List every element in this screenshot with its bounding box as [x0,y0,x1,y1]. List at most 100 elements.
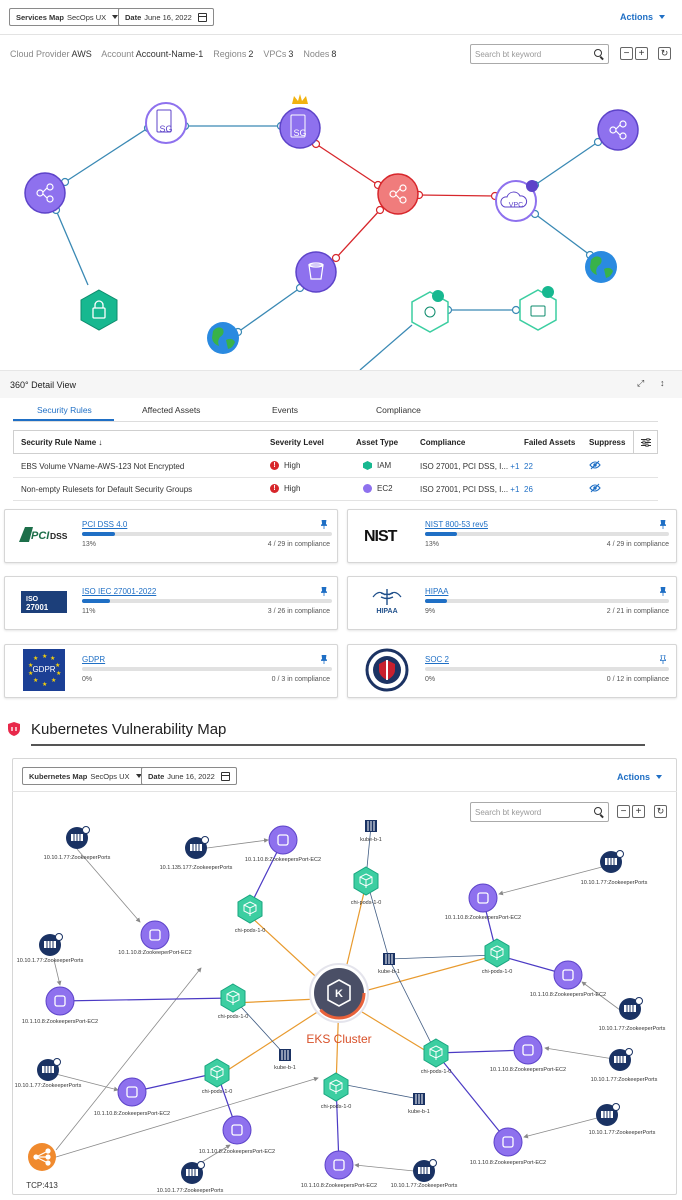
suppress-icon[interactable] [589,483,601,495]
ec2-node[interactable] [553,960,583,990]
zookeeper-node[interactable] [608,1048,633,1072]
pin-icon[interactable] [660,655,666,664]
ec2-node[interactable] [468,883,498,913]
column-failed-assets[interactable]: Failed Assets [524,438,576,447]
tab-events[interactable]: Events [272,405,298,415]
zookeeper-node[interactable] [618,997,643,1021]
compliance-card-soc2[interactable]: SOC 2 0% 0 / 12 in compliance [347,644,677,698]
lock-hex-node[interactable] [80,289,118,331]
pod-node[interactable] [353,866,379,896]
column-severity[interactable]: Severity Level [270,438,324,447]
column-compliance[interactable]: Compliance [420,438,466,447]
ec2-node[interactable] [268,825,298,855]
sg-node-crowned[interactable]: SG [279,94,321,149]
ec2-node[interactable] [324,1150,354,1180]
globe-icon[interactable] [207,322,239,354]
share-node-right[interactable] [597,109,639,151]
pod-node[interactable] [204,1058,230,1088]
pod-node[interactable] [484,938,510,968]
card-title-link[interactable]: SOC 2 [425,655,450,664]
kube-b-node[interactable] [278,1048,292,1062]
zoom-in-button[interactable]: + [635,47,648,60]
ec2-node[interactable] [513,1035,543,1065]
compliance-card-gdpr[interactable]: ★★★★★★★★★★GDPR GDPR 0% 0 / 3 in complian… [4,644,338,698]
zoom-out-button[interactable]: − [617,805,630,818]
share-node-left[interactable] [24,172,66,214]
svg-text:27001: 27001 [26,603,49,612]
kube-search-input[interactable]: Search bt keyword [470,802,609,822]
zookeeper-node[interactable] [599,850,624,874]
column-rule-name[interactable]: Security Rule Name ↓ [21,438,102,447]
actions-button[interactable]: Actions [620,12,666,22]
ec2-node[interactable] [117,1077,147,1107]
card-title-link[interactable]: GDPR [82,655,106,664]
severity-label: High [284,461,301,470]
tcp-node[interactable]: TCP:413 [26,1143,58,1190]
column-settings-icon[interactable] [633,430,658,454]
account-label: Account [101,49,134,59]
column-asset-type[interactable]: Asset Type [356,438,399,447]
compliance-card-hipaa[interactable]: HIPAA HIPAA 9% 2 / 21 in compliance [347,576,677,630]
chevron-down-icon [659,15,666,19]
tab-compliance[interactable]: Compliance [376,405,421,415]
search-input[interactable]: Search bt keyword [470,44,609,64]
zoom-in-button[interactable]: + [632,805,645,818]
kube-b-node[interactable] [364,819,378,833]
zookeeper-node[interactable] [595,1103,620,1127]
tab-affected-assets[interactable]: Affected Assets [142,405,201,415]
pin-icon[interactable] [321,587,327,596]
zookeeper-node[interactable] [36,1058,61,1082]
hub-node[interactable] [377,173,419,215]
bucket-node[interactable] [295,251,337,293]
kube-b-node[interactable] [412,1092,426,1106]
refresh-button[interactable]: ↻ [658,47,671,60]
pod-node[interactable] [237,894,263,924]
zoom-out-button[interactable]: − [620,47,633,60]
id-hex-node[interactable] [519,286,557,331]
card-title-link[interactable]: HIPAA [425,587,449,596]
zookeeper-node[interactable] [38,933,63,957]
ec2-node[interactable] [45,986,75,1016]
pin-icon[interactable] [660,520,666,529]
globe-icon[interactable] [585,251,617,283]
vpc-node[interactable]: VPC [495,180,538,222]
sg-node[interactable]: SG [145,102,187,144]
suppress-icon[interactable] [589,460,601,472]
zookeeper-node[interactable] [65,826,90,850]
pin-icon[interactable] [321,655,327,664]
card-title-link[interactable]: NIST 800-53 rev5 [425,520,488,529]
compliance: ISO 27001, PCI DSS, I... +1 [420,462,519,471]
pin-icon[interactable] [321,520,327,529]
pod-node[interactable] [323,1072,349,1102]
config-hex-node[interactable] [411,290,449,333]
expand-icon[interactable]: ⤢ [637,378,645,388]
card-title-link[interactable]: ISO IEC 27001-2022 [82,587,157,596]
eks-cluster-node[interactable]: K EKS Cluster [306,963,372,1046]
compliance-more-link[interactable]: +1 [510,462,520,471]
failed-assets-link[interactable]: 26 [524,485,533,494]
zookeeper-node[interactable] [180,1161,205,1185]
column-suppress[interactable]: Suppress [589,438,626,447]
compliance-more-link[interactable]: +1 [510,485,520,494]
pin-icon[interactable] [660,587,666,596]
node-label: kube-b-1 [378,969,400,975]
kube-b-node[interactable] [382,952,396,966]
zookeeper-node[interactable] [412,1159,437,1183]
ec2-node[interactable] [493,1127,523,1157]
compliance-card-nist[interactable]: NIST NIST 800-53 rev5 13% 4 / 29 in comp… [347,509,677,563]
refresh-button[interactable]: ↻ [654,805,667,818]
card-title-link[interactable]: PCI DSS 4.0 [82,520,128,529]
kube-actions-button[interactable]: Actions [617,772,663,782]
zookeeper-node[interactable] [184,836,209,860]
failed-assets-link[interactable]: 22 [524,462,533,471]
collapse-icon[interactable]: ↕ [660,378,665,388]
tab-security-rules[interactable]: Security Rules [37,405,92,415]
ec2-node[interactable] [140,920,170,950]
ec2-node[interactable] [222,1115,252,1145]
